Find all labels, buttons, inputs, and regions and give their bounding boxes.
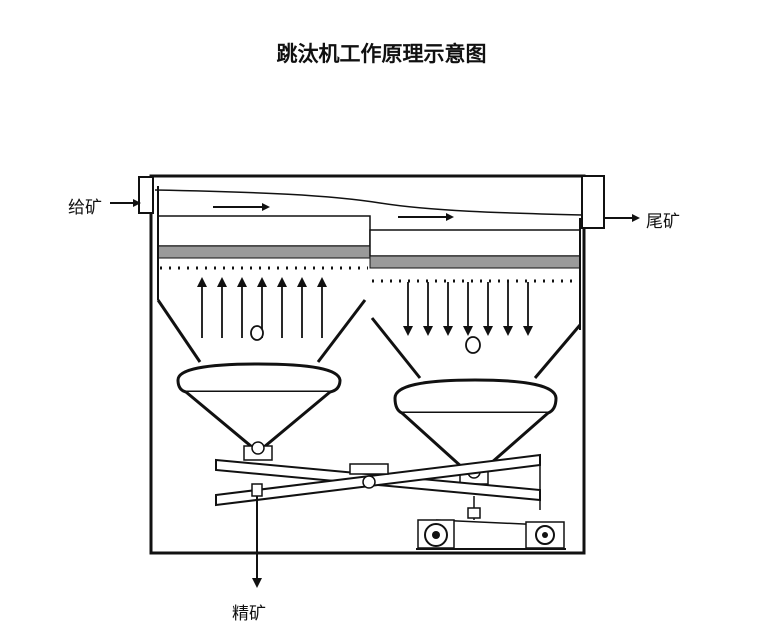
concentrate-label: 精矿 bbox=[232, 604, 266, 624]
left-hopper-r bbox=[316, 299, 367, 363]
left-bed-top bbox=[157, 215, 371, 247]
left-screen bbox=[157, 245, 371, 259]
diagram-title: 跳汰机工作原理示意图 bbox=[276, 41, 487, 66]
feed-label: 给矿 bbox=[68, 198, 102, 218]
pivot-pin bbox=[362, 475, 376, 489]
discharge-collar bbox=[251, 483, 263, 497]
tank-outer bbox=[149, 174, 586, 555]
tailings-label: 尾矿 bbox=[646, 212, 680, 232]
pivot-block bbox=[349, 463, 389, 475]
down-arrows bbox=[403, 282, 533, 336]
right-screen bbox=[369, 255, 581, 269]
right-bubble bbox=[465, 336, 481, 354]
right-hopper bbox=[370, 317, 422, 379]
right-hopper-r bbox=[533, 324, 582, 379]
right-diaphragm bbox=[393, 378, 558, 415]
left-bubble bbox=[250, 325, 264, 341]
right-bed-top bbox=[369, 229, 581, 257]
water-surface bbox=[154, 189, 583, 216]
left-diaphragm bbox=[176, 362, 342, 394]
feed-inlet bbox=[138, 176, 154, 214]
eccentric-hub bbox=[542, 532, 548, 538]
left-hopper bbox=[156, 299, 202, 363]
lever-2 bbox=[215, 453, 541, 507]
up-arrows bbox=[197, 277, 327, 338]
motor-hub bbox=[432, 531, 440, 539]
tailings-outlet bbox=[581, 175, 605, 229]
left-hinge-pin bbox=[251, 441, 265, 455]
rod-clip bbox=[467, 507, 481, 519]
